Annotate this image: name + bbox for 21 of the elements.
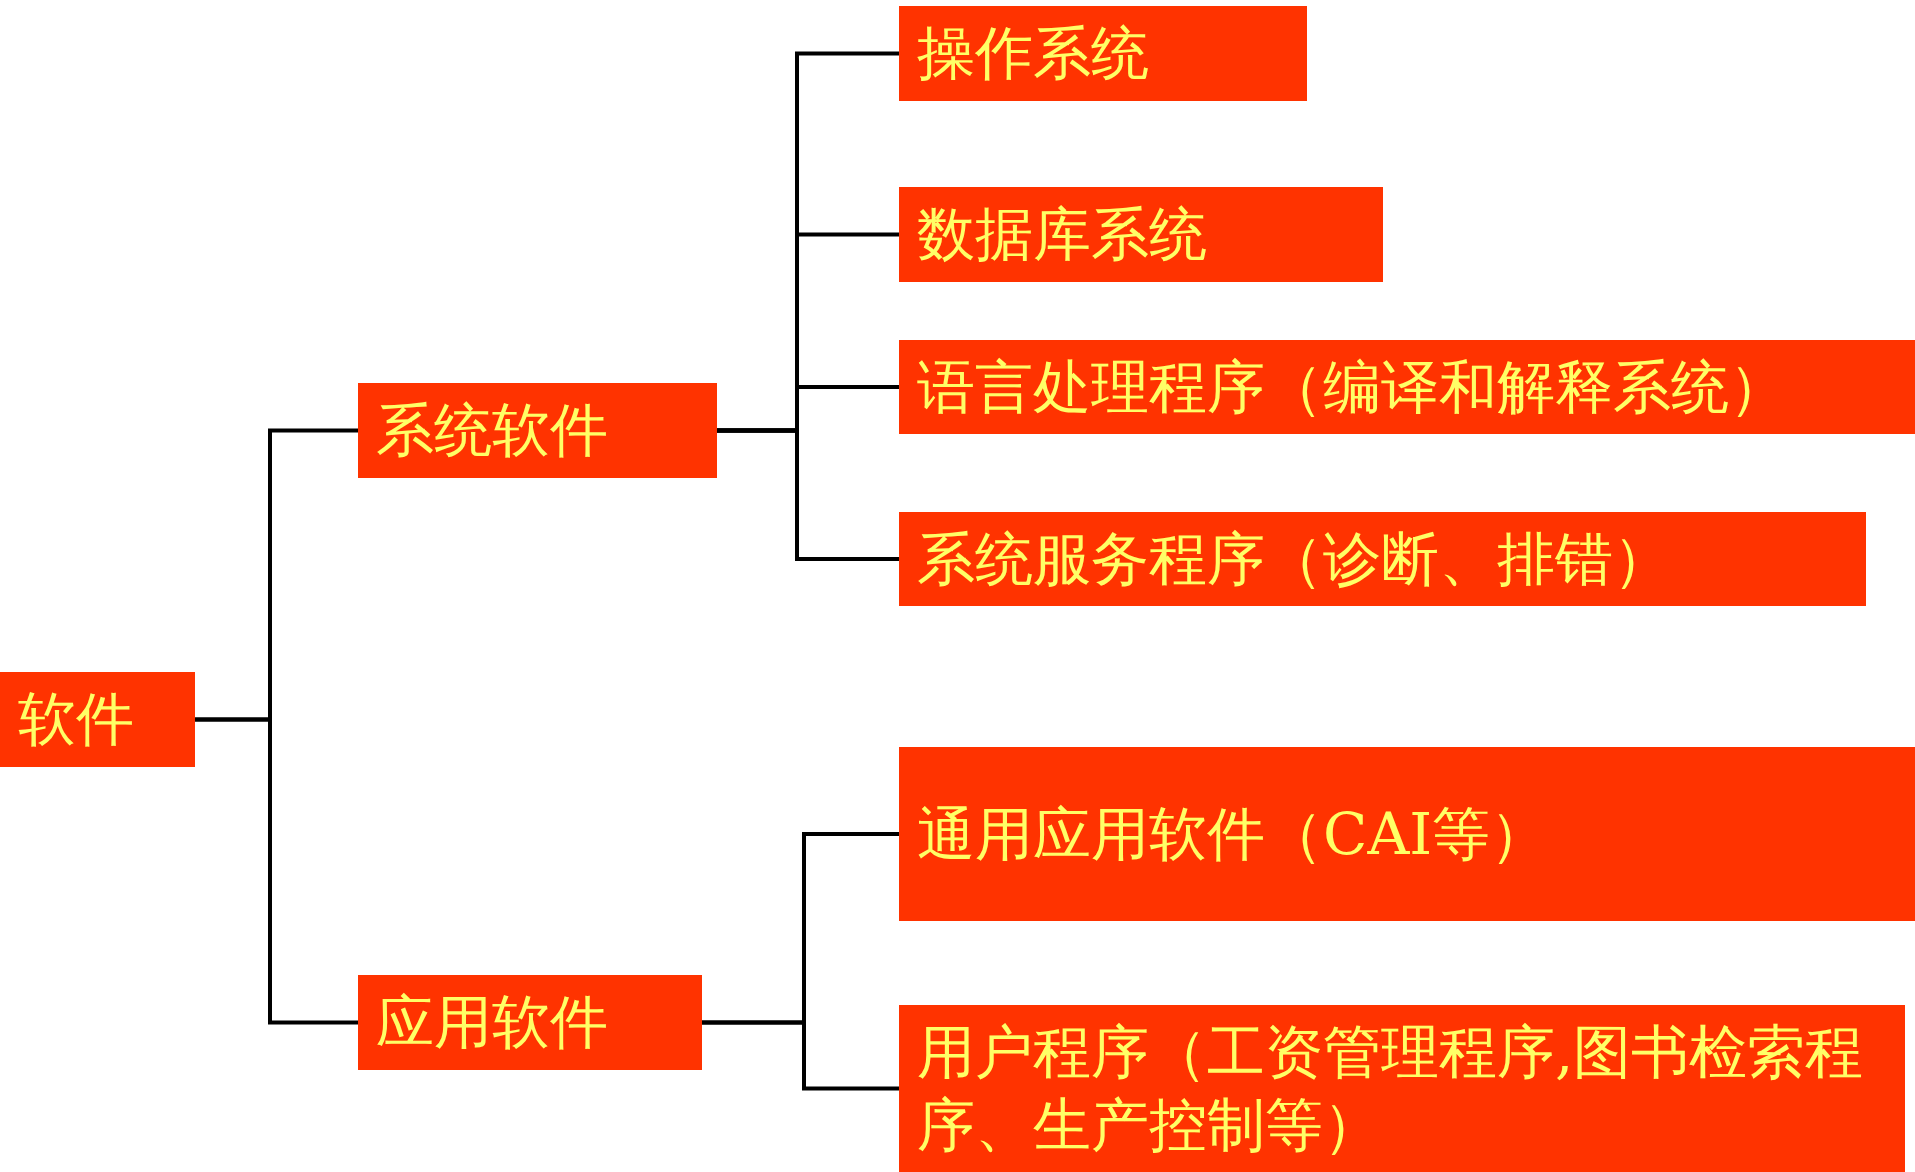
connector-line [717,428,899,561]
node-label: 系统服务程序（诊断、排错） [917,523,1671,595]
category-box [899,187,1383,282]
node-label: 应用软件 [376,987,608,1059]
connector-line [195,717,358,1025]
category-box [899,1005,1905,1172]
category-box [899,6,1307,101]
node-label: 数据库系统 [917,199,1207,271]
category-box [899,512,1866,606]
category-box [899,747,1915,921]
node-label: 软件 [18,684,134,756]
node-label: 通用应用软件（CAI等） [917,798,1549,870]
category-box [358,383,717,478]
node-label: 用户程序（工资管理程序,图书检索程序、生产控制等） [917,1017,1865,1161]
node-label: 语言处理程序（编译和解释系统） [917,351,1787,423]
node-label: 操作系统 [917,18,1149,90]
category-box [899,340,1915,434]
connector-line [702,1020,899,1091]
category-box [358,975,702,1070]
node-label: 系统软件 [376,395,608,467]
root-box [0,672,195,767]
